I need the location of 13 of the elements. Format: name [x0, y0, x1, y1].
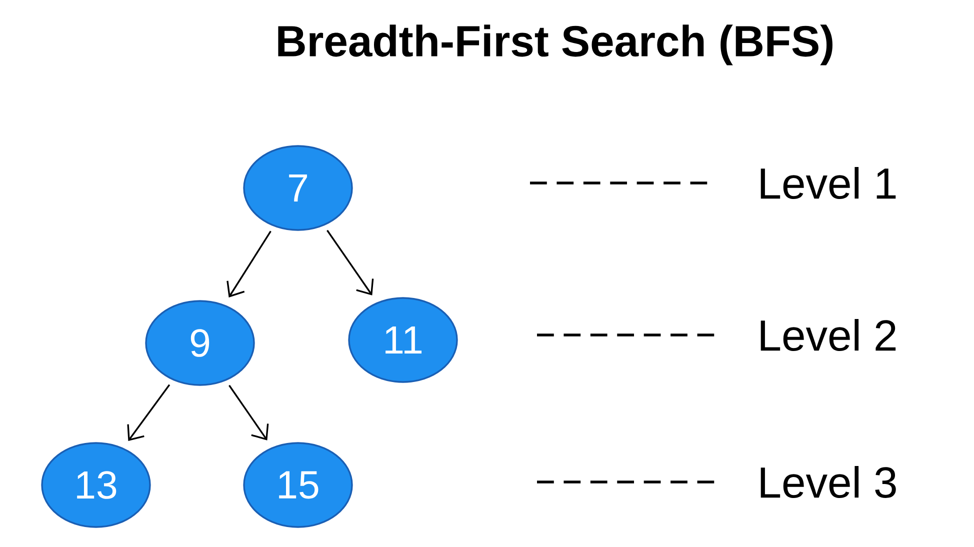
level-label: Level 3 [760, 466, 896, 498]
tree-node: 7 [243, 145, 353, 231]
tree-node: 15 [243, 442, 353, 528]
level-label: Level 1 [760, 166, 896, 199]
arrow [326, 230, 374, 296]
arrow [226, 230, 272, 298]
arrow [228, 384, 269, 440]
tree-node: 11 [348, 297, 458, 383]
title: Breadth-First Search (BFS) [278, 24, 832, 66]
arrow [127, 384, 170, 442]
tree-node: 13 [41, 442, 151, 528]
level-label: Level 2 [760, 318, 896, 351]
tree-node: 9 [145, 300, 255, 386]
